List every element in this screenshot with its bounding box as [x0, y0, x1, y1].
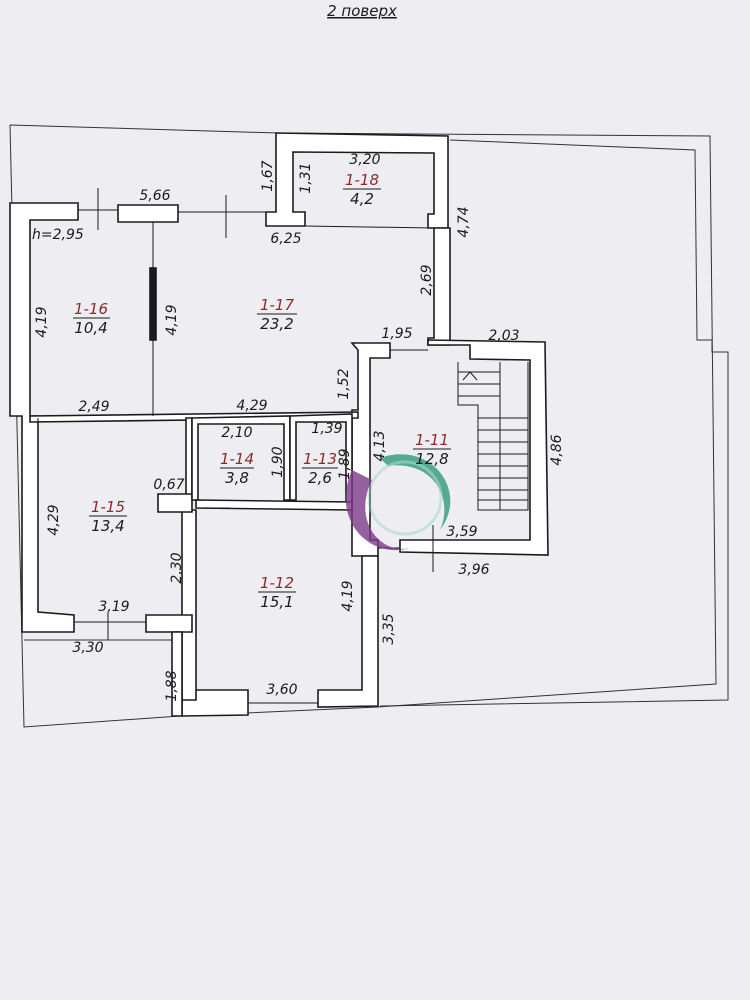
terrace-outline: [379, 139, 729, 707]
dim-1-67: 1,67: [260, 160, 276, 191]
ceiling-height-note: h=2,95: [32, 227, 84, 243]
dim-2-03: 2,03: [488, 328, 519, 344]
dimension-ticks: [97, 188, 434, 640]
dim-3-20: 3,20: [349, 152, 380, 168]
dimension-labels-vertical: 1,67 1,31 4,74 2,69 4,19 4,19 1,52 4,13 …: [34, 160, 565, 701]
dim-3-60: 3,60: [266, 682, 297, 698]
dim-4-19-left: 4,19: [34, 306, 50, 337]
wall-mid-horizontal: [29, 411, 359, 423]
dim-1-95: 1,95: [381, 326, 412, 342]
room-1-14-area: 3,8: [225, 469, 249, 487]
wall-balcony-stub: [145, 614, 193, 633]
room-1-13-area: 2,6: [308, 469, 332, 487]
room-labels: 1-16 10,4 1-17 23,2 1-18 4,2 1-11 12,8 1…: [73, 171, 451, 611]
dim-3-30: 3,30: [72, 640, 103, 656]
wall-top-1: [117, 204, 179, 223]
wall-stub-0-67: [157, 493, 193, 513]
room-1-18-id: 1-18: [345, 171, 379, 189]
dim-4-13: 4,13: [372, 430, 388, 461]
dim-1-89: 1,89: [337, 448, 353, 479]
room-1-18-area: 4,2: [350, 190, 374, 208]
dim-2-30: 2,30: [169, 552, 185, 583]
staircase[interactable]: [457, 362, 529, 511]
room-1-13-id: 1-13: [303, 450, 337, 468]
wall-balcony-side: [171, 631, 183, 717]
wall-1-13: [289, 413, 353, 507]
room-1-15-area: 13,4: [91, 517, 124, 535]
dim-3-35: 3,35: [381, 613, 397, 644]
dim-1-88: 1,88: [164, 670, 180, 701]
sheet-title: 2 поверх: [327, 2, 397, 20]
dim-1-31: 1,31: [298, 162, 314, 193]
dim-1-52: 1,52: [336, 368, 352, 399]
watermark-logo: [345, 454, 451, 551]
wall-1-12-right: [317, 555, 379, 708]
dim-3-19: 3,19: [98, 599, 129, 615]
room-1-11-id: 1-11: [415, 431, 449, 449]
dim-2-69: 2,69: [419, 264, 435, 295]
dim-5-66: 5,66: [139, 188, 170, 204]
dim-3-96: 3,96: [458, 562, 489, 578]
dim-2-10: 2,10: [221, 425, 252, 441]
dim-6-25: 6,25: [270, 231, 301, 247]
room-1-14-id: 1-14: [220, 450, 254, 468]
dim-4-86: 4,86: [549, 434, 565, 465]
room-1-17-area: 23,2: [260, 315, 293, 333]
room-1-12-area: 15,1: [260, 593, 293, 611]
room-1-16-area: 10,4: [74, 319, 107, 337]
dim-4-19-1-12: 4,19: [340, 580, 356, 611]
dim-4-29-left: 4,29: [46, 504, 62, 535]
dim-4-74: 4,74: [456, 206, 472, 237]
thin-lines: [37, 209, 435, 704]
room-1-12-id: 1-12: [260, 574, 294, 592]
dim-4-19-partition: 4,19: [164, 304, 180, 335]
dim-4-29-top: 4,29: [236, 398, 267, 414]
room-1-15-id: 1-15: [91, 498, 125, 516]
dim-0-67: 0,67: [153, 477, 184, 493]
room-1-11-area: 12,8: [415, 450, 448, 468]
wall-stair-block: [399, 339, 549, 556]
dimension-labels: 3,20 5,66 6,25 1,95 2,03 2,49 4,29 2,10 …: [72, 152, 519, 698]
stair-outline: [457, 362, 529, 511]
wall-1-15-right: [185, 417, 193, 501]
room-1-17-id: 1-17: [260, 296, 294, 314]
dim-1-39: 1,39: [311, 421, 342, 437]
stair-arrow-icon: [462, 371, 478, 381]
room-1-16-id: 1-16: [74, 300, 108, 318]
wall-1-12-left: [181, 509, 197, 701]
dim-2-49: 2,49: [78, 399, 109, 415]
walls: [9, 132, 549, 717]
dim-3-59: 3,59: [446, 524, 477, 540]
dim-1-90: 1,90: [270, 446, 286, 477]
